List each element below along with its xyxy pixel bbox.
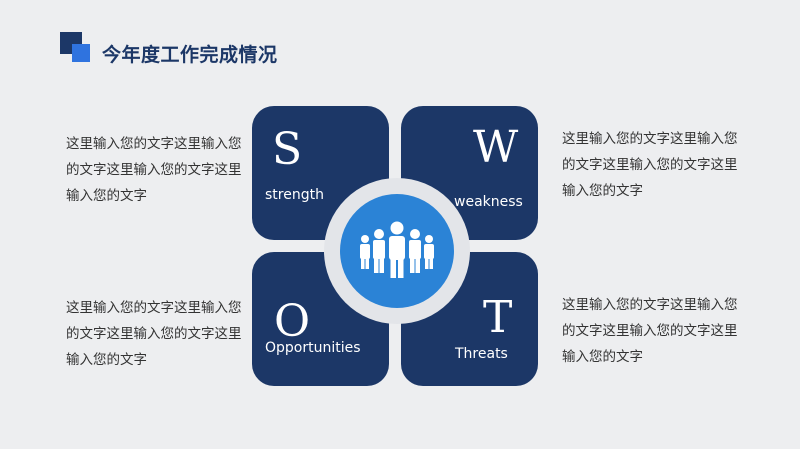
paragraph-bottom-right: 这里输入您的文字这里输入您的文字这里输入您的文字这里输入您的文字 [562,297,738,365]
page-title: 今年度工作完成情况 [102,44,278,66]
swot-opportunities-tile: O Opportunities [252,252,389,386]
swot-word-weakness: weakness [454,194,523,210]
people-group-icon [360,221,434,278]
swot-letter-w: W [473,122,519,173]
title-square-light [72,44,90,62]
swot-word-strength: strength [265,187,324,203]
swot-word-threats: Threats [455,346,508,362]
paragraph-top-right: 这里输入您的文字这里输入您的文字这里输入您的文字这里输入您的文字 [562,131,738,199]
swot-letter-t: T [483,292,513,343]
center-hub [340,194,454,308]
swot-letter-o: O [274,296,311,347]
swot-word-opportunities: Opportunities [265,340,361,356]
swot-letter-s: S [272,124,303,175]
title-square-icon [60,32,92,64]
paragraph-top-left: 这里输入您的文字这里输入您的文字这里输入您的文字这里输入您的文字 [66,136,242,204]
paragraph-bottom-left: 这里输入您的文字这里输入您的文字这里输入您的文字这里输入您的文字 [66,300,242,368]
